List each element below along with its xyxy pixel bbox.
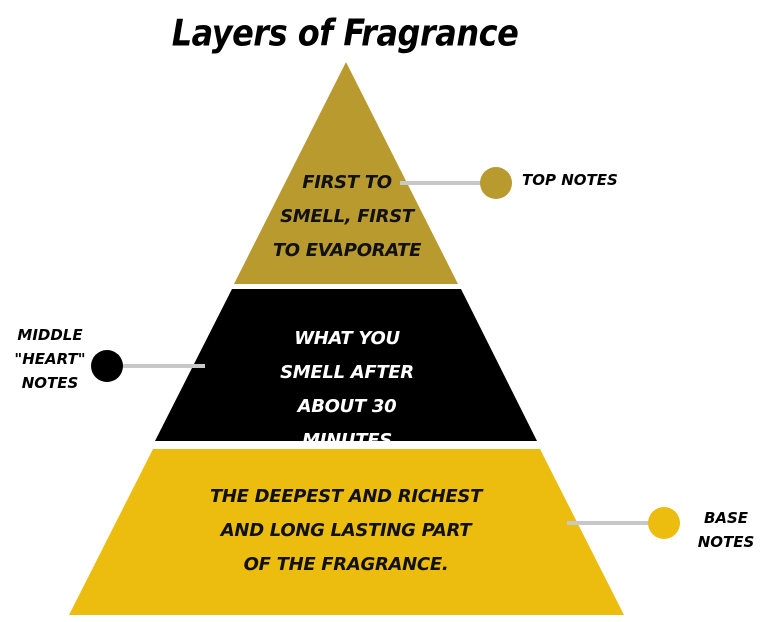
base-notes-label: Base Notes (697, 509, 755, 551)
top-notes-dot (480, 167, 512, 199)
middle-notes-dot (91, 350, 123, 382)
pyramid-top-layer (234, 62, 458, 284)
pyramid-middle-layer (155, 289, 537, 441)
top-layer-description: First to smell, first to evaporate (272, 172, 422, 261)
diagram-title: Layers of Fragrance (171, 11, 519, 55)
base-notes-dot (648, 507, 680, 539)
pyramid-base-layer (69, 449, 624, 615)
base-layer-description: The deepest and richest and long lasting… (209, 486, 483, 575)
middle-notes-label: Middle "Heart" Notes (14, 326, 86, 392)
top-notes-label: Top Notes (522, 171, 618, 189)
middle-layer-description: What you smell after about 30 minutes (280, 328, 414, 451)
